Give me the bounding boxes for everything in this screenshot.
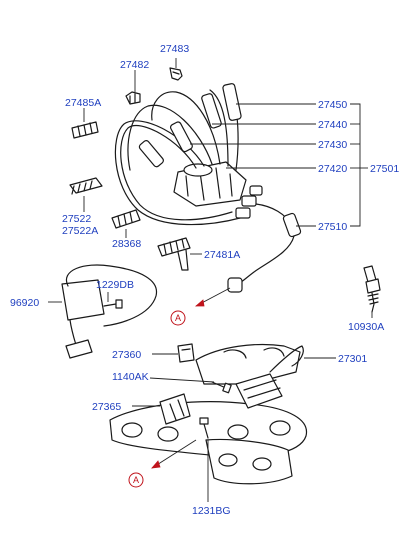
ignition-coil-27301 bbox=[235, 345, 304, 409]
label-27301: 27301 bbox=[338, 353, 367, 365]
label-1140AK: 1140AK bbox=[112, 371, 149, 383]
bolt-1231BG bbox=[199, 417, 209, 439]
ref-label-upper: A bbox=[175, 313, 181, 323]
ignition-wire-set bbox=[114, 83, 263, 226]
clip-27522 bbox=[69, 177, 103, 195]
label-28368: 28368 bbox=[112, 238, 141, 250]
bracket-27481A bbox=[157, 237, 191, 271]
label-27501: 27501 bbox=[370, 163, 399, 175]
label-96920: 96920 bbox=[10, 297, 39, 309]
bolt-1140AK bbox=[211, 381, 232, 394]
label-27360: 27360 bbox=[112, 349, 141, 361]
spark-plug-10930A bbox=[363, 265, 381, 313]
label-27440: 27440 bbox=[318, 119, 347, 131]
label-27510: 27510 bbox=[318, 221, 347, 233]
label-27450: 27450 bbox=[318, 99, 347, 111]
reference-marker-upper: A bbox=[170, 287, 231, 326]
label-27483: 27483 bbox=[160, 43, 189, 55]
clip-27482 bbox=[125, 91, 141, 105]
label-27522: 27522 bbox=[62, 213, 91, 225]
intake-manifold bbox=[109, 343, 308, 485]
coil-lead-27510 bbox=[227, 203, 302, 293]
label-1231BG: 1231BG bbox=[192, 505, 231, 517]
coil-bracket-27365 bbox=[159, 393, 191, 425]
label-27365: 27365 bbox=[92, 401, 121, 413]
label-27522A: 27522A bbox=[62, 225, 98, 237]
label-27482: 27482 bbox=[120, 59, 149, 71]
label-10930A: 10930A bbox=[348, 321, 384, 333]
reference-marker-lower: A bbox=[128, 439, 197, 488]
distributor-cap bbox=[173, 161, 247, 207]
ref-label-lower: A bbox=[133, 475, 139, 485]
label-1229DB: 1229DB bbox=[96, 279, 134, 291]
label-27430: 27430 bbox=[318, 139, 347, 151]
clip-27360 bbox=[177, 343, 195, 363]
label-27485A: 27485A bbox=[65, 97, 101, 109]
clip-27483 bbox=[169, 67, 183, 81]
ignition-module-96920 bbox=[61, 264, 158, 359]
label-27420: 27420 bbox=[318, 163, 347, 175]
clip-27485A bbox=[71, 121, 99, 139]
label-27481A: 27481A bbox=[204, 249, 240, 261]
clip-28368 bbox=[111, 209, 141, 229]
bolt-1229DB bbox=[103, 299, 123, 309]
